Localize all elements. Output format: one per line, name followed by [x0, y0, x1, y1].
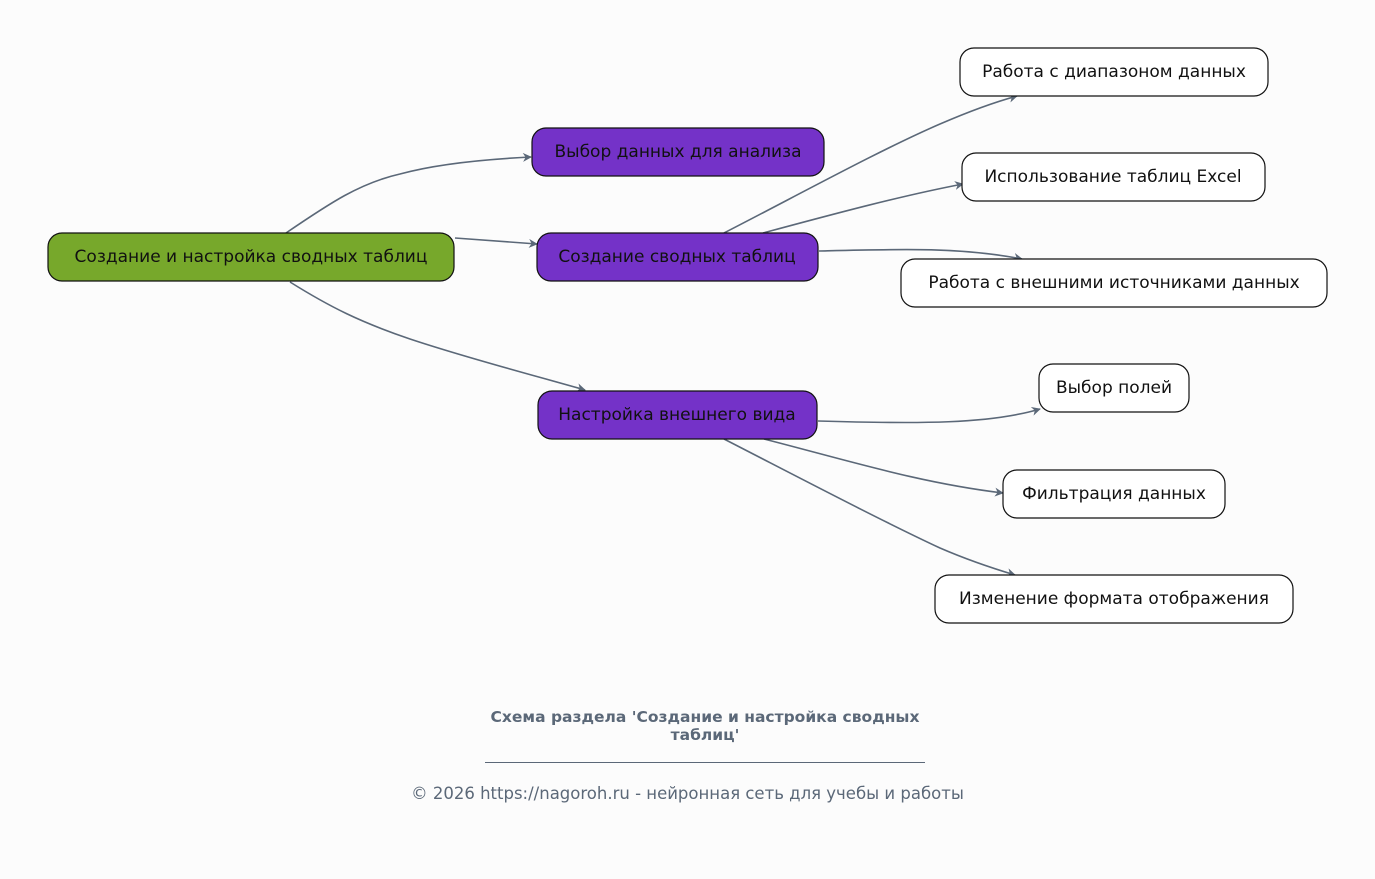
- diagram-caption-title: Схема раздела 'Создание и настройка свод…: [490, 708, 920, 744]
- caption-divider: [485, 762, 925, 763]
- node-create-tables[interactable]: Создание сводных таблиц: [536, 232, 819, 282]
- node-choose-fields[interactable]: Выбор полей: [1038, 363, 1190, 413]
- node-create-tables-box: [536, 232, 819, 282]
- edge-create-tables-to-external-sources: [818, 248, 1023, 262]
- node-excel-tables-box: [961, 152, 1266, 202]
- node-filter-data[interactable]: Фильтрация данных: [1002, 469, 1226, 519]
- node-excel-tables[interactable]: Использование таблиц Excel: [961, 152, 1266, 202]
- node-choose-fields-label: Выбор полей: [1056, 378, 1172, 398]
- edge-root-to-customize-view: [289, 281, 586, 393]
- node-customize-view[interactable]: Настройка внешнего вида: [537, 390, 818, 440]
- edge-root-to-create-tables: [454, 237, 538, 248]
- copyright-footer: © 2026 https://nagoroh.ru - нейронная се…: [411, 784, 964, 803]
- edge-customize-view-to-filter-data: [763, 438, 1004, 497]
- edge-customize-view-to-choose-fields: [817, 407, 1041, 424]
- node-external-sources[interactable]: Работа с внешними источниками данных: [900, 258, 1328, 308]
- edge-create-tables-to-data-range: [723, 93, 1018, 234]
- edge-customize-view-to-change-format: [723, 438, 1016, 577]
- node-choose-data-box: [531, 127, 825, 177]
- edges-layer: [285, 93, 1041, 577]
- node-external-sources-box: [900, 258, 1328, 308]
- node-choose-data-label: Выбор данных для анализа: [554, 142, 801, 162]
- node-customize-view-label: Настройка внешнего вида: [558, 405, 795, 425]
- node-customize-view-box: [537, 390, 818, 440]
- node-filter-data-box: [1002, 469, 1226, 519]
- edge-root-to-choose-data: [285, 152, 532, 234]
- node-root[interactable]: Создание и настройка сводных таблиц: [47, 232, 455, 282]
- node-external-sources-label: Работа с внешними источниками данных: [928, 273, 1299, 293]
- node-root-label: Создание и настройка сводных таблиц: [75, 247, 428, 267]
- node-choose-data[interactable]: Выбор данных для анализа: [531, 127, 825, 177]
- node-data-range-label: Работа с диапазоном данных: [982, 62, 1246, 82]
- node-root-box: [47, 232, 455, 282]
- node-data-range[interactable]: Работа с диапазоном данных: [959, 47, 1269, 97]
- edge-create-tables-to-excel-tables: [762, 181, 964, 234]
- node-choose-fields-box: [1038, 363, 1190, 413]
- node-filter-data-label: Фильтрация данных: [1022, 484, 1206, 504]
- node-excel-tables-label: Использование таблиц Excel: [984, 167, 1241, 187]
- node-change-format[interactable]: Изменение формата отображения: [934, 574, 1294, 624]
- node-data-range-box: [959, 47, 1269, 97]
- node-create-tables-label: Создание сводных таблиц: [558, 247, 795, 267]
- node-change-format-label: Изменение формата отображения: [959, 589, 1269, 609]
- node-change-format-box: [934, 574, 1294, 624]
